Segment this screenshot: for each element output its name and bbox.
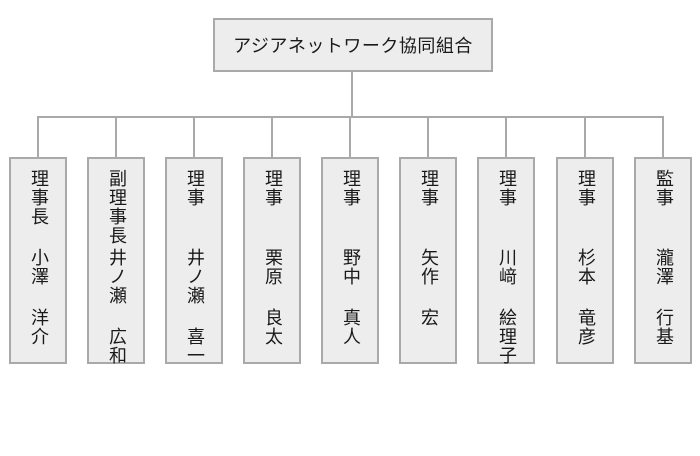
member-title: 監事 (653, 169, 674, 207)
member-box: 理事 栗原 良太 (243, 157, 301, 364)
member-box: 理事 矢作 宏 (399, 157, 457, 364)
org-root-box: アジアネットワーク協同組合 (213, 18, 493, 72)
connector-drop (505, 116, 507, 159)
member-title: 理事 (184, 169, 205, 207)
member-name: 瀧澤 行基 (653, 248, 674, 346)
member-title: 理事 (418, 169, 439, 207)
member-title: 副理事長 (106, 169, 127, 245)
connector-drop (584, 116, 586, 159)
member-box: 理事長 小澤 洋介 (9, 157, 67, 364)
member-name: 杉本 竜彦 (575, 248, 596, 346)
member-title: 理事 (262, 169, 283, 207)
member-name: 川﨑 絵理子 (496, 248, 517, 365)
member-name: 矢作 宏 (418, 248, 439, 327)
connector-drop (349, 116, 351, 159)
connector-drop (427, 116, 429, 159)
member-box: 理事 野中 真人 (321, 157, 379, 364)
member-name: 野中 真人 (340, 248, 361, 346)
member-name: 小澤 洋介 (28, 248, 49, 346)
member-name: 井ノ瀬 広和 (106, 248, 127, 365)
connector-drop (37, 116, 39, 159)
member-title: 理事 (340, 169, 361, 207)
member-box: 監事 瀧澤 行基 (634, 157, 692, 364)
member-name: 栗原 良太 (262, 248, 283, 346)
org-root-label: アジアネットワーク協同組合 (233, 36, 473, 57)
member-title: 理事 (575, 169, 596, 207)
member-title: 理事 (496, 169, 517, 207)
connector-drop (662, 116, 664, 159)
connector-root-drop (351, 72, 353, 117)
connector-drop (115, 116, 117, 159)
connector-drop (193, 116, 195, 159)
member-box: 理事 杉本 竜彦 (556, 157, 614, 364)
member-title: 理事長 (28, 169, 49, 226)
member-box: 理事 川﨑 絵理子 (477, 157, 535, 365)
connector-drop (271, 116, 273, 159)
member-box: 副理事長 井ノ瀬 広和 (87, 157, 145, 365)
member-box: 理事 井ノ瀬 喜一 (165, 157, 223, 365)
member-name: 井ノ瀬 喜一 (184, 248, 205, 365)
